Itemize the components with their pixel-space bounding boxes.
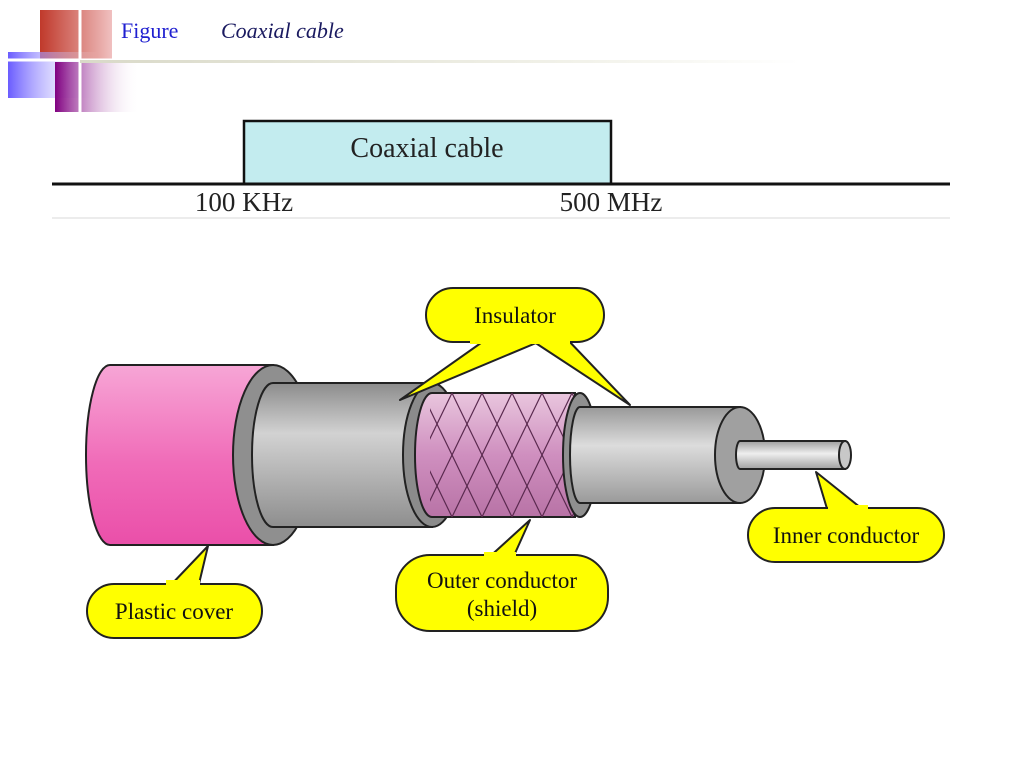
figure-title: Coaxial cable [221, 18, 344, 43]
plastic-cover-callout: Plastic cover [86, 545, 263, 639]
header-divider [80, 60, 800, 63]
insulator-callout: Insulator [399, 287, 631, 406]
inner-conductor-callout: Inner conductor [747, 471, 945, 563]
high-frequency-label: 500 MHz [560, 187, 663, 217]
insulator-label: Insulator [474, 303, 556, 328]
figure-label: Figure [121, 18, 179, 43]
inner-conductor-label: Inner conductor [773, 523, 920, 548]
plastic-cover-label: Plastic cover [115, 599, 233, 624]
outer-conductor-callout: Outer conductor (shield) [395, 519, 609, 632]
cable-drawing [85, 364, 852, 546]
shield-sublabel: (shield) [467, 596, 537, 621]
corner-logo-decoration [0, 0, 140, 120]
low-frequency-label: 100 KHz [195, 187, 293, 217]
shield-braid-pattern [430, 392, 575, 518]
inner-conductor-segment [735, 440, 852, 470]
coaxial-band-label: Coaxial cable [350, 133, 503, 164]
frequency-spectrum: Coaxial cable 100 KHz 500 MHz [52, 119, 950, 219]
outer-conductor-label: Outer conductor [427, 568, 577, 593]
